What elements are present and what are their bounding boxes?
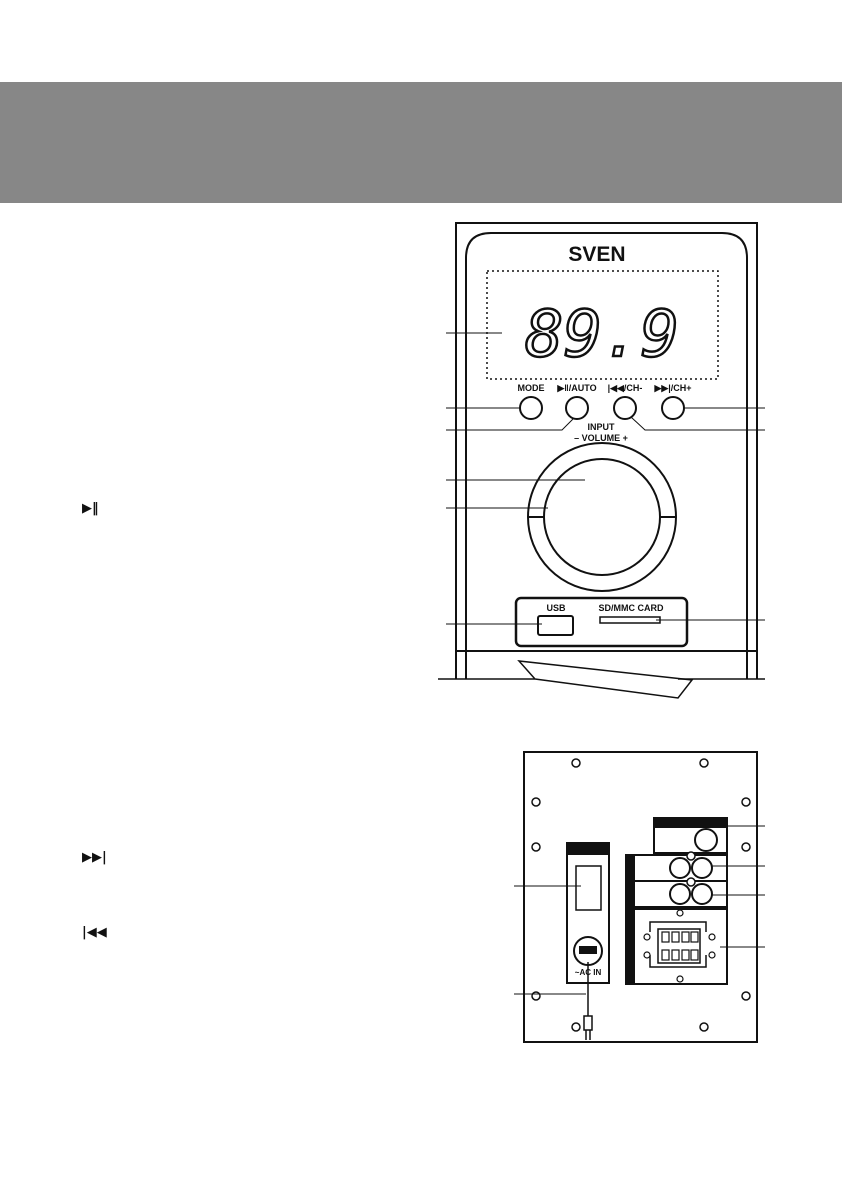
- power-cord: [583, 962, 593, 1040]
- power-module: [566, 842, 610, 984]
- rca-jack-left[interactable]: [669, 883, 691, 905]
- rca-jack-left[interactable]: [669, 857, 691, 879]
- rca-jack-right[interactable]: [691, 883, 713, 905]
- front-panel: [438, 222, 765, 699]
- rear-panel: [523, 751, 758, 1043]
- prev-ch-button[interactable]: [613, 396, 637, 420]
- usb-label: USB: [546, 603, 566, 613]
- mode-button[interactable]: [519, 396, 543, 420]
- speaker-terminal-module: [625, 908, 728, 985]
- usb-port[interactable]: [537, 615, 574, 636]
- rca-input-module: [625, 851, 728, 882]
- card-label: SD/MMC CARD: [599, 603, 664, 613]
- mode-label: MODE: [518, 383, 545, 393]
- front-callouts: [446, 332, 765, 625]
- frequency-display: 89.9: [525, 298, 679, 372]
- brand-logo: SVEN: [568, 243, 625, 266]
- next-ch-label: ▶▶|/CH+: [653, 383, 691, 393]
- next-track-icon: ▶▶|: [82, 850, 107, 865]
- play-pause-icon: ▶‖: [82, 501, 99, 516]
- power-switch[interactable]: [575, 865, 602, 911]
- rear-callouts: [514, 825, 765, 995]
- prev-ch-label: |◀◀/CH-: [608, 383, 643, 393]
- prev-track-icon: |◀◀: [82, 925, 107, 940]
- card-slot[interactable]: [599, 616, 661, 624]
- play-auto-button[interactable]: [565, 396, 589, 420]
- rca-jack[interactable]: [694, 828, 718, 852]
- rca-output-module: [625, 877, 728, 908]
- top-jack-module: [653, 817, 728, 854]
- input-label: INPUT: [588, 422, 616, 432]
- play-auto-label: ▶‖/AUTO: [556, 383, 596, 393]
- rca-jack-right[interactable]: [691, 857, 713, 879]
- volume-knob[interactable]: [527, 442, 677, 592]
- display-window: [486, 270, 719, 380]
- header-banner: [0, 82, 842, 203]
- screw-holes: [531, 758, 751, 1032]
- volume-label: – VOLUME +: [574, 433, 628, 443]
- next-ch-button[interactable]: [661, 396, 685, 420]
